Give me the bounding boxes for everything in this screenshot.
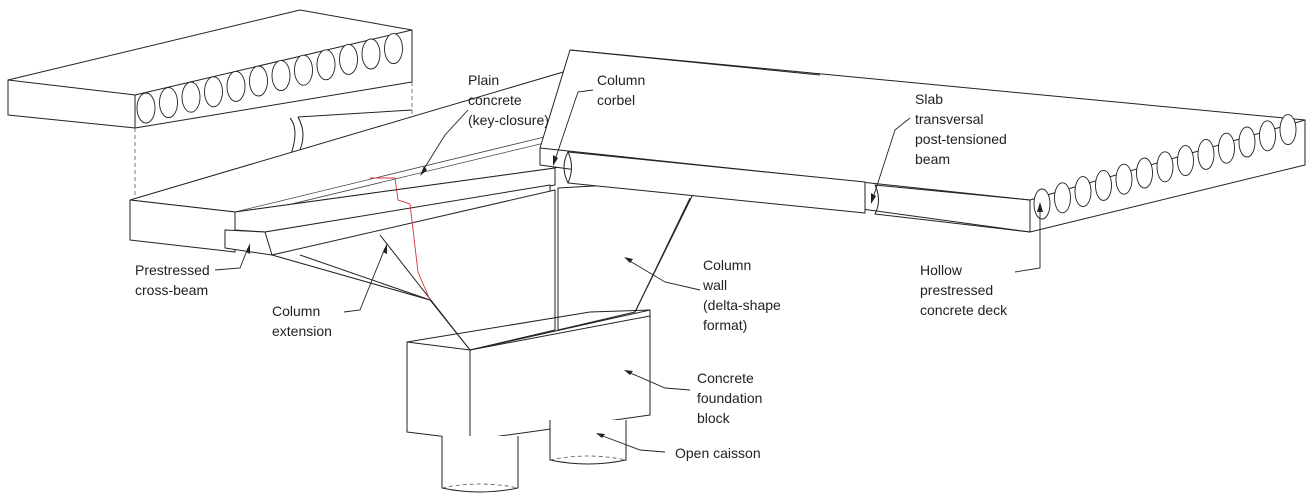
label-column-wall: Column wall (delta-shape format) (702, 257, 785, 333)
column-wall-delta (557, 179, 701, 331)
concrete-foundation-block (406, 309, 651, 441)
hollow-core (271, 60, 291, 92)
hollow-core (1279, 114, 1297, 146)
hollow-core (181, 81, 201, 113)
label-prestressed-cross-beam: Prestressed cross-beam (135, 262, 214, 298)
hollow-core (204, 76, 223, 108)
hollow-core (1054, 182, 1071, 214)
hollow-core (1156, 151, 1174, 183)
hollow-core (1115, 163, 1133, 195)
label-hollow-deck: Hollow prestressed concrete deck (920, 262, 1008, 318)
hollow-core (361, 38, 381, 70)
key-closure-outline (370, 177, 431, 301)
hollow-core (1259, 120, 1276, 152)
label-column-corbel: Column corbel (597, 72, 649, 108)
label-slab-beam: Slab transversal post-tensioned beam (915, 91, 1011, 167)
upper-slab-holes (136, 33, 403, 124)
open-caisson-right (549, 420, 627, 465)
open-caisson-left (441, 436, 519, 493)
right-deck-holes (1033, 114, 1297, 220)
label-plain-concrete: Plain concrete (key-closure) (468, 72, 549, 128)
hollow-core (136, 92, 156, 124)
hollow-core (294, 54, 313, 86)
hollow-core (159, 87, 178, 119)
lifted-hollow-slab (7, 9, 413, 158)
hollow-core (384, 33, 403, 65)
hollow-core (1033, 188, 1051, 220)
hollow-core (339, 43, 358, 75)
label-foundation-block: Concrete foundation block (697, 370, 766, 426)
label-open-caisson: Open caisson (675, 445, 761, 461)
hollow-core (1095, 169, 1112, 201)
hollow-core (316, 49, 336, 81)
post-tensioned-beam (563, 151, 1031, 233)
hollow-core (1197, 138, 1215, 170)
hollow-core (1074, 176, 1092, 208)
hollow-core (1136, 157, 1153, 189)
prestressed-cross-beam (129, 167, 556, 256)
hollow-core (249, 65, 268, 97)
hollow-core (1177, 145, 1194, 177)
hollow-core (1218, 132, 1235, 164)
hollow-core (1238, 126, 1256, 158)
leader-lines (214, 89, 1043, 453)
label-column-extension: Column extension (272, 303, 332, 339)
hollow-core (226, 70, 246, 102)
